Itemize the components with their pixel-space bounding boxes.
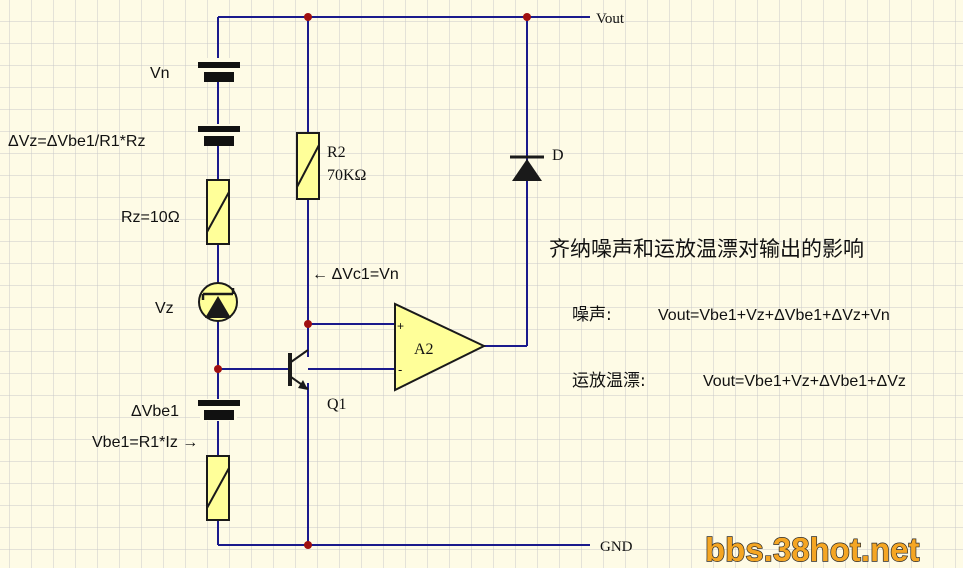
zener-diode [198,282,238,322]
delta-vbe1-source [198,399,240,421]
q1-label: Q1 [327,396,347,413]
noise-formula: Vout=Vbe1+Vz+ΔVbe1+ΔVz+Vn [658,307,890,324]
vout-label: Vout [596,11,625,27]
drift-formula: Vout=Vbe1+Vz+ΔVbe1+ΔVz [703,373,906,390]
d-label: D [552,147,564,164]
r2-name-label: R2 [327,144,346,161]
vz-label: Vz [155,300,174,317]
vn-label: Vn [150,65,170,82]
vbe1-label: Vbe1=R1*Iz → [92,434,198,451]
delta-vbe1-label: ΔVbe1 [131,403,179,420]
noise-label: 噪声: [572,305,612,325]
opamp-a2 [394,302,487,392]
delta-vz-label: ΔVz=ΔVbe1/R1*Rz [8,133,145,150]
a2-label: A2 [414,341,434,358]
r1-resistor [206,455,230,521]
junction-dot [214,365,222,373]
junction-dots [214,13,531,549]
gnd-label: GND [600,539,633,555]
r2-value-label: 70KΩ [327,167,367,184]
vn-source [198,58,240,82]
watermark-text: bbs.38hot.net [705,531,920,568]
junction-dot [304,13,312,21]
diode-d [510,155,544,181]
rz-label: Rz=10Ω [121,209,180,226]
delta-vc1-label: ← ΔVc1=Vn [312,266,399,283]
rz-resistor [206,179,230,245]
transistor-q1 [288,349,309,390]
drift-label: 运放温漂: [572,371,646,391]
delta-vz-source [198,124,240,146]
junction-dot [523,13,531,21]
plus-label: + [397,319,404,333]
junction-dot [304,541,312,549]
r2-resistor [296,132,320,200]
junction-dot [304,320,312,328]
minus-label: - [398,362,402,377]
annotation-title: 齐纳噪声和运放温漂对输出的影响 [549,237,864,261]
